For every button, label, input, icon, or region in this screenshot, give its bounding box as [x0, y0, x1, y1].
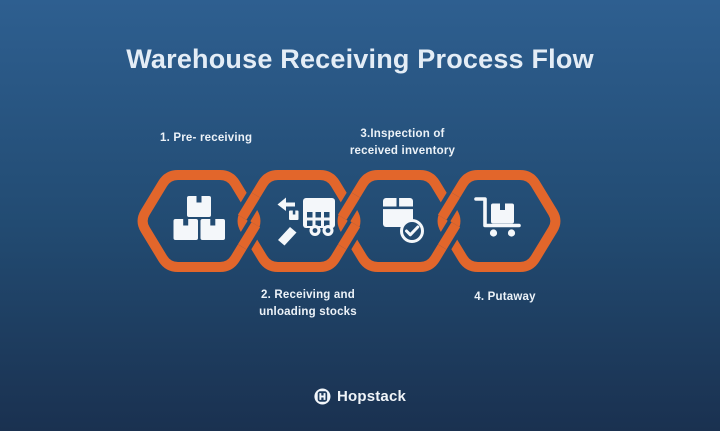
step-label-putaway: 4. Putaway [435, 289, 575, 306]
hopstack-logo-text: Hopstack [336, 388, 407, 405]
page-title: Warehouse Receiving Process Flow [126, 44, 594, 74]
truck-unloading-icon [277, 197, 335, 246]
step-label-receiving-unloading: 2. Receiving and unloading stocks [237, 287, 379, 320]
step-label-line: 3.Inspection of [360, 128, 445, 140]
step-label-line: 2. Receiving and [261, 289, 355, 301]
step-label-line: 4. Putaway [474, 291, 536, 303]
stacked-boxes-icon [173, 196, 225, 240]
hopstack-logo: Hopstack [314, 388, 406, 405]
hopstack-logo-icon [314, 388, 331, 405]
box-checkmark-icon [383, 198, 424, 243]
step-label-line: 1. Pre- receiving [160, 132, 253, 144]
step-label-inspection: 3.Inspection of received inventory [330, 126, 475, 159]
chain-weave-crossings [234, 190, 464, 252]
hand-truck-icon [474, 197, 521, 237]
step-label-line: received inventory [349, 144, 456, 157]
step-label-pre-receiving: 1. Pre- receiving [160, 130, 330, 147]
step-label-line: unloading stocks [259, 305, 357, 318]
